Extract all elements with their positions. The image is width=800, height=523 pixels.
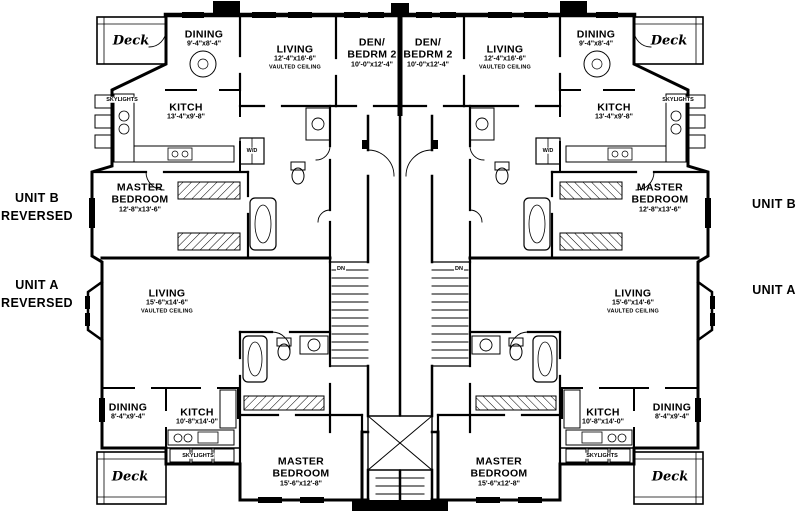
room-label-deck-upper-left: Deck (112, 33, 150, 49)
room-dims: 13'-4"x9'-8" (595, 114, 633, 122)
room-label-kitchen-upper-left: KITCH 13'-4"x9'-8" (167, 102, 205, 123)
room-name: LIVING (486, 43, 524, 56)
room-dims: 10'-8"x14'-0" (582, 419, 624, 427)
room-note: VAULTED CEILING (269, 64, 321, 71)
room-dims: 12'-4"x16'-6" (274, 55, 316, 63)
room-label-master-upper-right: MASTER BEDROOM 12'-8"x13'-6" (632, 182, 689, 215)
room-name: DEN/ (414, 36, 442, 49)
room-note: VAULTED CEILING (607, 308, 659, 315)
room-label-master-lower-right: MASTER BEDROOM 15'-6"x12'-8" (471, 456, 528, 489)
room-dims: 10'-8"x14'-0" (176, 419, 218, 427)
room-name: KITCH (597, 101, 631, 114)
unit-label-a-right: UNIT A (752, 282, 796, 297)
room-dims: 10'-0"x12'-4" (351, 61, 393, 69)
room-name: DINING (184, 28, 224, 41)
room-name: DINING (576, 28, 616, 41)
room-label-master-lower-left: MASTER BEDROOM 15'-6"x12'-8" (273, 456, 330, 489)
unit-name: UNIT B (14, 190, 60, 205)
room-label-kitchen-upper-right: KITCH 13'-4"x9'-8" (595, 102, 633, 123)
room-label-living-lower-right: LIVING 15'-6"x14'-6" VAULTED CEILING (607, 287, 659, 314)
room-dims: 15'-6"x14'-6" (146, 299, 188, 307)
room-name: MASTER (475, 455, 523, 468)
room-name: LIVING (614, 287, 652, 300)
room-label-deck-lower-right: Deck (651, 469, 689, 485)
room-dims: 15'-6"x14'-6" (612, 299, 654, 307)
room-name: MASTER (636, 181, 684, 194)
washer-dryer-label-upper-left: W/D (245, 147, 259, 155)
room-name: KITCH (586, 406, 620, 419)
room-label-dining-lower-left: DINING 8'-4"x9'-4" (109, 402, 148, 423)
room-label-master-upper-left: MASTER BEDROOM 12'-8"x13'-6" (112, 182, 169, 215)
room-name: BEDROOM (272, 467, 330, 480)
room-name: DINING (652, 401, 692, 414)
room-label-living-upper-right: LIVING 12'-4"x16'-6" VAULTED CEILING (479, 43, 531, 70)
room-dims: 15'-6"x12'-8" (280, 480, 322, 488)
room-name: BEDRM 2 (403, 48, 453, 61)
room-note: VAULTED CEILING (141, 308, 193, 315)
unit-label-a-reversed-left: UNIT A REVERSED (1, 276, 73, 312)
room-dims: 12'-8"x13'-6" (119, 206, 161, 214)
room-name: MASTER (116, 181, 164, 194)
room-label-den-upper-left: DEN/ BEDRM 2 10'-0"x12'-4" (347, 37, 396, 70)
room-label-den-upper-right: DEN/ BEDRM 2 10'-0"x12'-4" (403, 37, 452, 70)
room-name: BEDROOM (470, 467, 528, 480)
left-half-walls (85, 1, 400, 511)
room-name: DINING (108, 401, 148, 414)
skylights-label-upper-left: SKYLIGHTS (105, 96, 139, 104)
skylights-label-lower-left: SKYLIGHTS (181, 452, 215, 460)
room-dims: 8'-4"x9'-4" (110, 414, 146, 422)
room-name: DEN/ (358, 36, 386, 49)
room-label-living-upper-left: LIVING 12'-4"x16'-6" VAULTED CEILING (269, 43, 321, 70)
room-label-kitchen-lower-right: KITCH 10'-8"x14'-0" (582, 407, 624, 428)
room-dims: 12'-8"x13'-6" (639, 206, 681, 214)
stairs-dn-label-right: DN (454, 265, 464, 273)
room-label-deck-upper-right: Deck (650, 33, 688, 49)
skylights-label-lower-right: SKYLIGHTS (585, 452, 619, 460)
room-label-dining-lower-right: DINING 8'-4"x9'-4" (653, 402, 692, 423)
room-label-dining-upper-right: DINING 9'-4"x8'-4" (577, 29, 616, 50)
room-label-living-lower-left: LIVING 15'-6"x14'-6" VAULTED CEILING (141, 287, 193, 314)
room-label-kitchen-lower-left: KITCH 10'-8"x14'-0" (176, 407, 218, 428)
room-dims: 12'-4"x16'-6" (484, 55, 526, 63)
room-dims: 9'-4"x8'-4" (578, 41, 614, 49)
washer-dryer-label-upper-right: W/D (541, 147, 555, 155)
room-name: LIVING (148, 287, 186, 300)
unit-label-b-right: UNIT B (751, 196, 797, 211)
unit-reversed: REVERSED (1, 296, 73, 310)
unit-reversed: REVERSED (1, 209, 73, 223)
skylights-label-upper-right: SKYLIGHTS (661, 96, 695, 104)
room-name: MASTER (277, 455, 325, 468)
room-dims: 10'-0"x12'-4" (407, 61, 449, 69)
room-note: VAULTED CEILING (479, 64, 531, 71)
room-dims: 15'-6"x12'-8" (478, 480, 520, 488)
unit-label-b-reversed-left: UNIT B REVERSED (1, 189, 73, 225)
room-dims: 13'-4"x9'-8" (167, 114, 205, 122)
room-name: KITCH (180, 406, 214, 419)
room-name: BEDROOM (631, 193, 689, 206)
room-dims: 9'-4"x8'-4" (186, 41, 222, 49)
room-name: BEDROOM (111, 193, 169, 206)
stairs-dn-label-left: DN (336, 265, 346, 273)
room-label-deck-lower-left: Deck (111, 469, 149, 485)
room-name: LIVING (276, 43, 314, 56)
room-name: KITCH (169, 101, 203, 114)
room-label-dining-upper-left: DINING 9'-4"x8'-4" (185, 29, 224, 50)
right-half-walls-mirrored (400, 1, 715, 511)
room-name: BEDRM 2 (347, 48, 397, 61)
unit-name: UNIT A (15, 277, 59, 292)
room-dims: 8'-4"x9'-4" (654, 414, 690, 422)
